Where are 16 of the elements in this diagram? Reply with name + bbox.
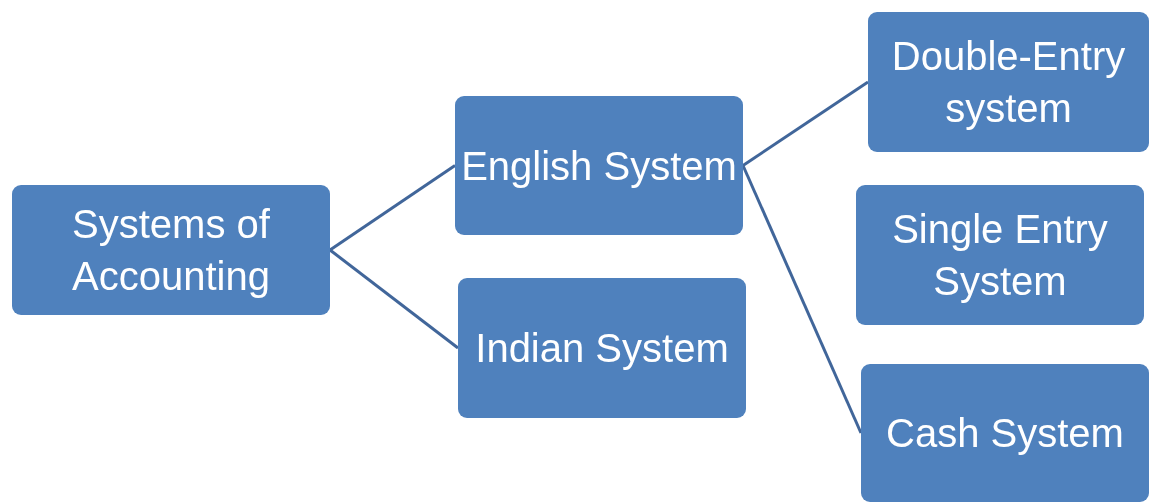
process-box (861, 364, 1149, 502)
box-label: Indian System (475, 325, 729, 372)
connector-line (742, 80, 869, 167)
box-label: Single Entry System (891, 206, 1109, 305)
box-label: Cash System (886, 410, 1124, 457)
process-box (455, 96, 743, 235)
process-box (458, 278, 746, 418)
process-box (868, 12, 1149, 152)
box-label: Double-Entry system (890, 33, 1127, 132)
connector-line (329, 248, 459, 350)
box-label: English System (461, 142, 737, 190)
process-box (12, 185, 330, 315)
process-box (856, 185, 1144, 325)
connector-line (741, 164, 863, 434)
box-label: Systems of Accounting (71, 201, 271, 300)
connector-line (329, 164, 456, 252)
